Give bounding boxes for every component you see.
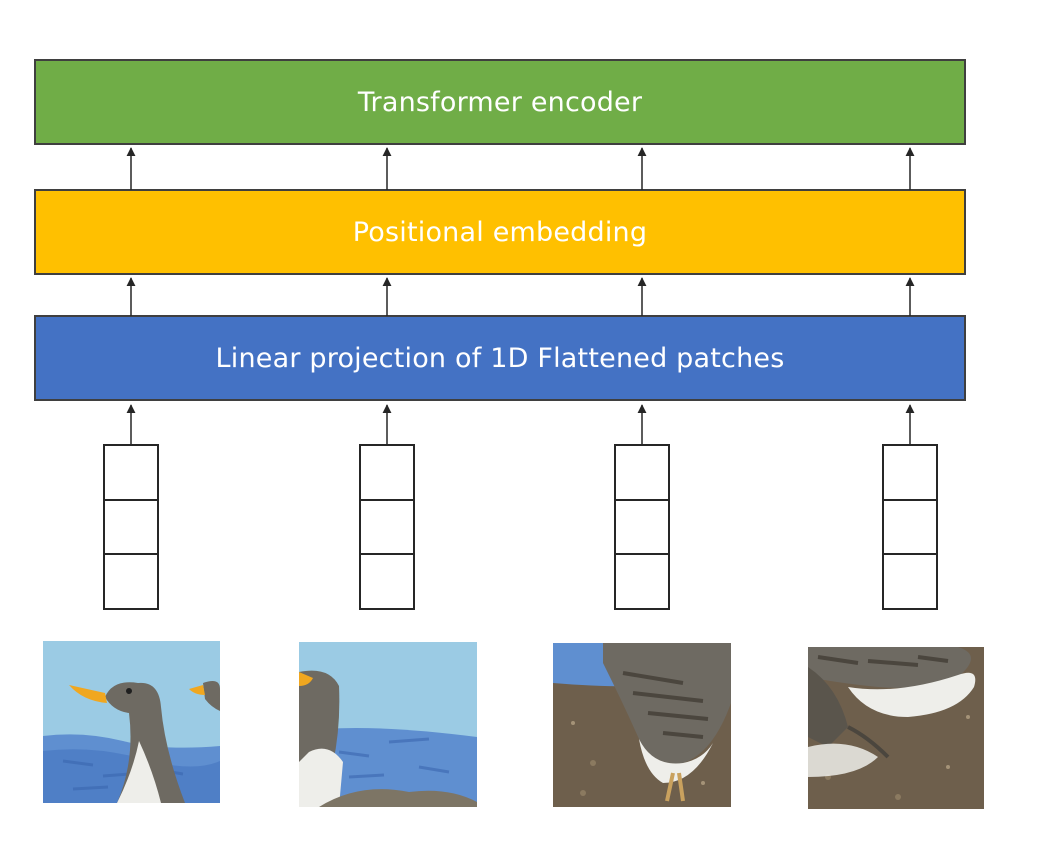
goose-body-patch — [553, 643, 731, 807]
goose-head-patch — [43, 641, 220, 803]
flattened-vector-4 — [882, 444, 938, 610]
vector-cell — [884, 446, 936, 499]
image-patch-2 — [299, 642, 477, 807]
vector-cell — [361, 553, 413, 608]
image-patch-1 — [43, 641, 220, 803]
vector-cell — [105, 446, 157, 499]
goose-tail-patch — [808, 647, 984, 809]
transformer-encoder-label: Transformer encoder — [357, 86, 643, 118]
linear-projection-label: Linear projection of 1D Flattened patche… — [215, 342, 785, 374]
vector-cell — [616, 553, 668, 608]
vector-cell — [105, 498, 157, 554]
vector-cell — [361, 446, 413, 499]
transformer-encoder-block: Transformer encoder — [34, 59, 966, 145]
flattened-vector-1 — [103, 444, 159, 610]
vector-cell — [884, 553, 936, 608]
vector-cell — [616, 498, 668, 554]
vector-cell — [884, 498, 936, 554]
vector-cell — [105, 553, 157, 608]
flattened-vector-2 — [359, 444, 415, 610]
flattened-vector-3 — [614, 444, 670, 610]
positional-embedding-label: Positional embedding — [352, 216, 648, 248]
positional-embedding-block: Positional embedding — [34, 189, 966, 275]
linear-projection-block: Linear projection of 1D Flattened patche… — [34, 315, 966, 401]
vector-cell — [361, 498, 413, 554]
goose-neck-patch — [299, 642, 477, 807]
image-patch-3 — [553, 643, 731, 807]
vector-cell — [616, 446, 668, 499]
image-patch-4 — [808, 647, 984, 809]
